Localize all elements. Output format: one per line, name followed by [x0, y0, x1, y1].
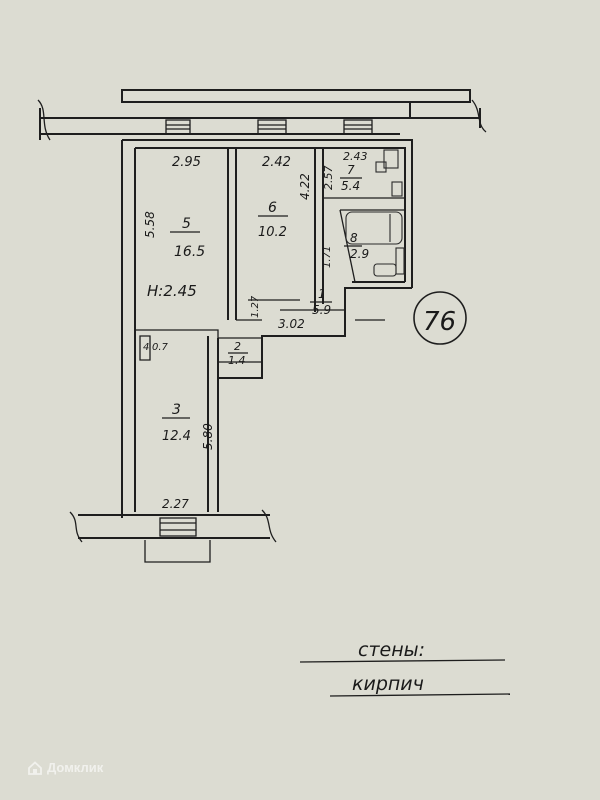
room-4-number: 4 [143, 342, 149, 353]
top-windows [165, 119, 373, 135]
dimension-labels: 2.95 2.42 2.43 2.57 5.58 4.22 1.71 1.27 … [143, 150, 368, 511]
room-labels: 5 16.5 6 10.2 7 5.4 8 2.9 1 5.9 2 1.4 3 … [143, 163, 369, 444]
dim-hall-length: 3.02 [278, 317, 305, 331]
room-7-area: 5.4 [341, 179, 360, 193]
legend-line-2: кирпич [352, 673, 424, 695]
dim-room3-width: 2.27 [162, 497, 189, 511]
dim-room7-width: 2.43 [343, 150, 368, 163]
room-3-number: 3 [172, 402, 181, 418]
dim-room5-depth: 5.58 [143, 211, 157, 238]
dim-room5-width: 2.95 [172, 155, 201, 170]
wall-legend: стены: кирпич [299, 639, 511, 697]
ceiling-height-note: H:2.45 [147, 282, 197, 300]
room-2-number: 2 [234, 340, 241, 353]
dim-hall-side: 1.71 [322, 246, 333, 268]
house-logo-icon [28, 760, 42, 775]
bathroom-fixtures [345, 149, 405, 277]
room-7-number: 7 [347, 163, 355, 177]
room-3-area: 12.4 [162, 429, 191, 444]
dim-room7-depth: 2.57 [322, 166, 335, 191]
room-1-area: 5.9 [312, 303, 331, 317]
room-1-number: 1 [318, 287, 326, 301]
apartment-contour [121, 139, 413, 518]
room-5-number: 5 [182, 216, 191, 232]
room-8-number: 8 [350, 231, 358, 245]
room-5-area: 16.5 [174, 244, 205, 260]
plan-number: 76 [423, 307, 456, 337]
dim-hall-small: 1.27 [250, 295, 261, 318]
room-2-area: 1.4 [228, 354, 246, 367]
room-6-area: 10.2 [258, 225, 287, 240]
dim-room3-depth: 5.80 [201, 423, 215, 450]
room-4-area: 0.7 [152, 342, 169, 353]
building-outline [37, 89, 487, 141]
bottom-wall [69, 509, 277, 563]
interior-walls [135, 148, 405, 363]
plan-number-badge: 76 [413, 291, 467, 345]
room-6-number: 6 [268, 200, 277, 216]
legend-line-1: стены: [358, 639, 425, 661]
dim-room6-width: 2.42 [262, 155, 291, 170]
watermark: Домклик [28, 760, 103, 775]
room-8-area: 2.9 [350, 247, 369, 261]
dim-room6-depth: 4.22 [298, 173, 312, 200]
watermark-text: Домклик [47, 760, 104, 775]
